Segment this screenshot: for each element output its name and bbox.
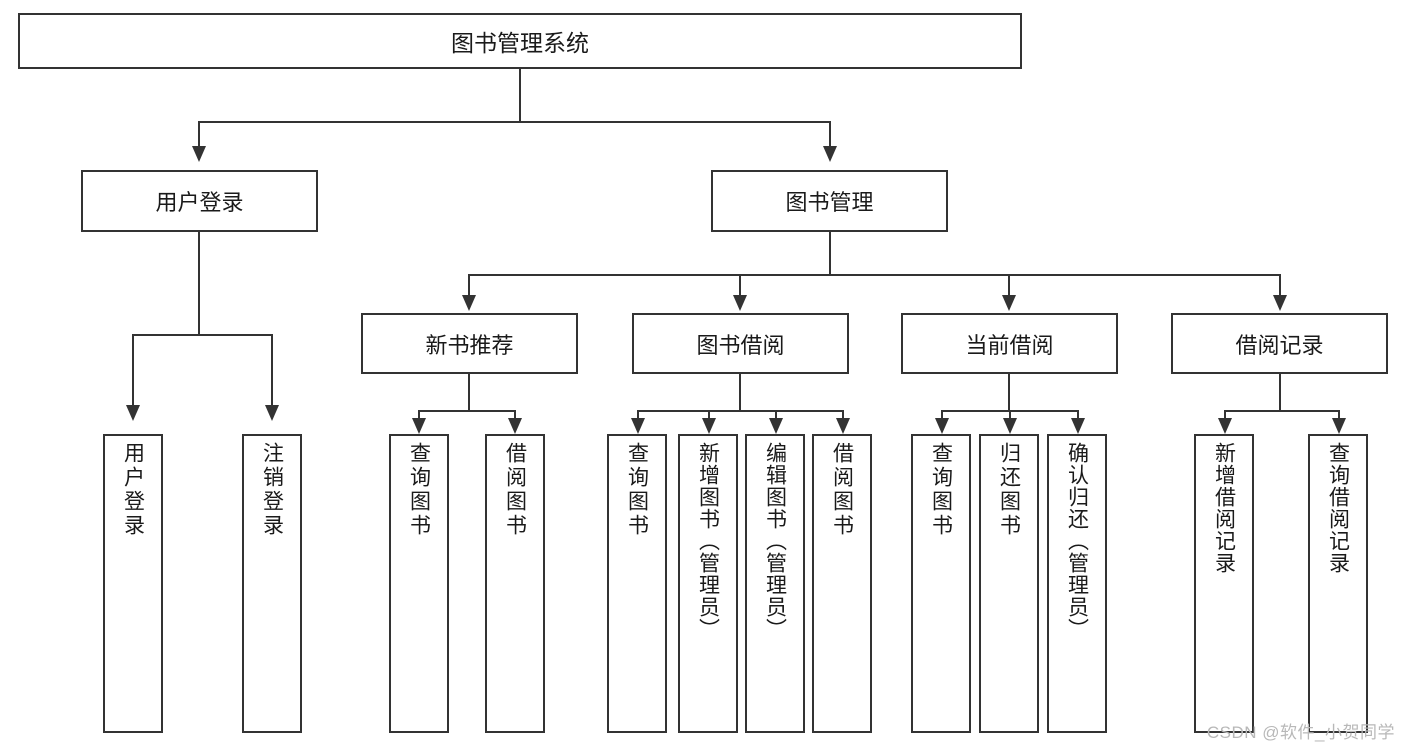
leaf-query-book-current[interactable]: 查询图书 bbox=[911, 434, 971, 733]
node-label: 图书借阅 bbox=[696, 332, 785, 358]
arrowhead-to-new-book bbox=[462, 295, 476, 311]
node-user-login[interactable]: 用户登录 bbox=[81, 170, 318, 232]
connector-root-stem bbox=[519, 69, 521, 122]
node-label: 图书管理系统 bbox=[451, 30, 589, 56]
leaf-label: 查询图书 bbox=[407, 442, 431, 538]
leaf-label: 借阅图书 bbox=[830, 442, 854, 538]
connector-borrowrecord-to-leaf1 bbox=[1224, 410, 1226, 420]
leaf-label: 查询图书 bbox=[929, 442, 953, 538]
node-label: 新书推荐 bbox=[425, 332, 514, 358]
leaf-user-login[interactable]: 用户登录 bbox=[103, 434, 163, 733]
leaf-query-book-recommend[interactable]: 查询图书 bbox=[389, 434, 449, 733]
leaf-label: 编辑图书（管理员） bbox=[763, 442, 787, 640]
arrowhead-to-leaf-query-record bbox=[1332, 418, 1346, 434]
connector-currentborrow-stem bbox=[1008, 374, 1010, 411]
arrowhead-to-leaf-user-login bbox=[126, 405, 140, 421]
connector-currentborrow-to-leaf3 bbox=[1077, 410, 1079, 420]
connector-borrowrecord-bar bbox=[1224, 410, 1339, 412]
leaf-label: 确认归还（管理员） bbox=[1065, 442, 1089, 640]
connector-borrowrecord-stem bbox=[1279, 374, 1281, 411]
connector-newbook-to-leaf2 bbox=[514, 410, 516, 420]
arrowhead-to-book-borrow bbox=[733, 295, 747, 311]
arrowhead-to-leaf-borrow-book-a bbox=[508, 418, 522, 434]
connector-bookborrow-stem bbox=[739, 374, 741, 411]
node-new-book-recommend[interactable]: 新书推荐 bbox=[361, 313, 578, 374]
node-label: 当前借阅 bbox=[965, 332, 1054, 358]
node-borrow-record[interactable]: 借阅记录 bbox=[1171, 313, 1388, 374]
connector-bookborrow-to-leaf2 bbox=[708, 410, 710, 420]
arrowhead-to-leaf-edit-book bbox=[769, 418, 783, 434]
arrowhead-to-current-borrow bbox=[1002, 295, 1016, 311]
node-label: 图书管理 bbox=[785, 190, 874, 215]
connector-newbook-stem bbox=[468, 374, 470, 411]
leaf-logout[interactable]: 注销登录 bbox=[242, 434, 302, 733]
leaf-label: 查询图书 bbox=[625, 442, 649, 538]
connector-books-to-borrow bbox=[739, 274, 741, 296]
arrowhead-to-leaf-query-book-a bbox=[412, 418, 426, 434]
leaf-borrow-book[interactable]: 借阅图书 bbox=[812, 434, 872, 733]
arrowhead-to-borrow-record bbox=[1273, 295, 1287, 311]
connector-newbook-bar bbox=[418, 410, 516, 412]
leaf-confirm-return-admin[interactable]: 确认归还（管理员） bbox=[1047, 434, 1107, 733]
node-root-system[interactable]: 图书管理系统 bbox=[18, 13, 1022, 69]
node-current-borrow[interactable]: 当前借阅 bbox=[901, 313, 1118, 374]
connector-root-to-books bbox=[829, 121, 831, 147]
connector-currentborrow-to-leaf1 bbox=[941, 410, 943, 420]
arrowhead-to-user-login bbox=[192, 146, 206, 162]
leaf-edit-book-admin[interactable]: 编辑图书（管理员） bbox=[745, 434, 805, 733]
connector-bookborrow-to-leaf1 bbox=[637, 410, 639, 420]
leaf-label: 查询借阅记录 bbox=[1326, 442, 1350, 574]
node-book-borrow[interactable]: 图书借阅 bbox=[632, 313, 849, 374]
connector-login-stem bbox=[198, 232, 200, 335]
watermark-credit: CSDN @软件_小贺同学 bbox=[1206, 723, 1395, 742]
leaf-label: 用户登录 bbox=[121, 442, 145, 538]
node-label: 用户登录 bbox=[155, 190, 244, 215]
connector-root-to-login bbox=[198, 121, 200, 147]
leaf-add-borrow-record[interactable]: 新增借阅记录 bbox=[1194, 434, 1254, 733]
connector-newbook-to-leaf1 bbox=[418, 410, 420, 420]
connector-login-to-leaf1 bbox=[132, 334, 134, 406]
connector-bookborrow-to-leaf4 bbox=[842, 410, 844, 420]
leaf-return-book[interactable]: 归还图书 bbox=[979, 434, 1039, 733]
connector-bookborrow-to-leaf3 bbox=[775, 410, 777, 420]
arrowhead-to-leaf-add-book bbox=[702, 418, 716, 434]
connector-books-stem bbox=[829, 232, 831, 275]
arrowhead-to-leaf-logout bbox=[265, 405, 279, 421]
connector-books-to-current bbox=[1008, 274, 1010, 296]
connector-login-bar bbox=[132, 334, 272, 336]
connector-bookborrow-bar bbox=[637, 410, 844, 412]
connector-borrowrecord-to-leaf2 bbox=[1338, 410, 1340, 420]
leaf-label: 新增图书（管理员） bbox=[696, 442, 720, 640]
leaf-label: 借阅图书 bbox=[503, 442, 527, 538]
connector-books-to-record bbox=[1279, 274, 1281, 296]
arrowhead-to-leaf-confirm-return bbox=[1071, 418, 1085, 434]
connector-login-to-leaf2 bbox=[271, 334, 273, 406]
connector-books-to-new bbox=[468, 274, 470, 296]
node-book-management[interactable]: 图书管理 bbox=[711, 170, 948, 232]
leaf-label: 新增借阅记录 bbox=[1212, 442, 1236, 574]
arrowhead-to-book-manage bbox=[823, 146, 837, 162]
arrowhead-to-leaf-query-book-c bbox=[935, 418, 949, 434]
leaf-label: 注销登录 bbox=[260, 442, 284, 538]
arrowhead-to-leaf-return-book bbox=[1003, 418, 1017, 434]
connector-books-bar bbox=[468, 274, 1280, 276]
arrowhead-to-leaf-borrow-book-b bbox=[836, 418, 850, 434]
leaf-query-book-borrow[interactable]: 查询图书 bbox=[607, 434, 667, 733]
node-label: 借阅记录 bbox=[1235, 332, 1324, 358]
leaf-label: 归还图书 bbox=[997, 442, 1021, 538]
arrowhead-to-leaf-query-book-b bbox=[631, 418, 645, 434]
leaf-borrow-book-recommend[interactable]: 借阅图书 bbox=[485, 434, 545, 733]
connector-root-bar bbox=[198, 121, 831, 123]
connector-currentborrow-to-leaf2 bbox=[1009, 410, 1011, 420]
leaf-query-borrow-record[interactable]: 查询借阅记录 bbox=[1308, 434, 1368, 733]
leaf-add-book-admin[interactable]: 新增图书（管理员） bbox=[678, 434, 738, 733]
arrowhead-to-leaf-add-record bbox=[1218, 418, 1232, 434]
